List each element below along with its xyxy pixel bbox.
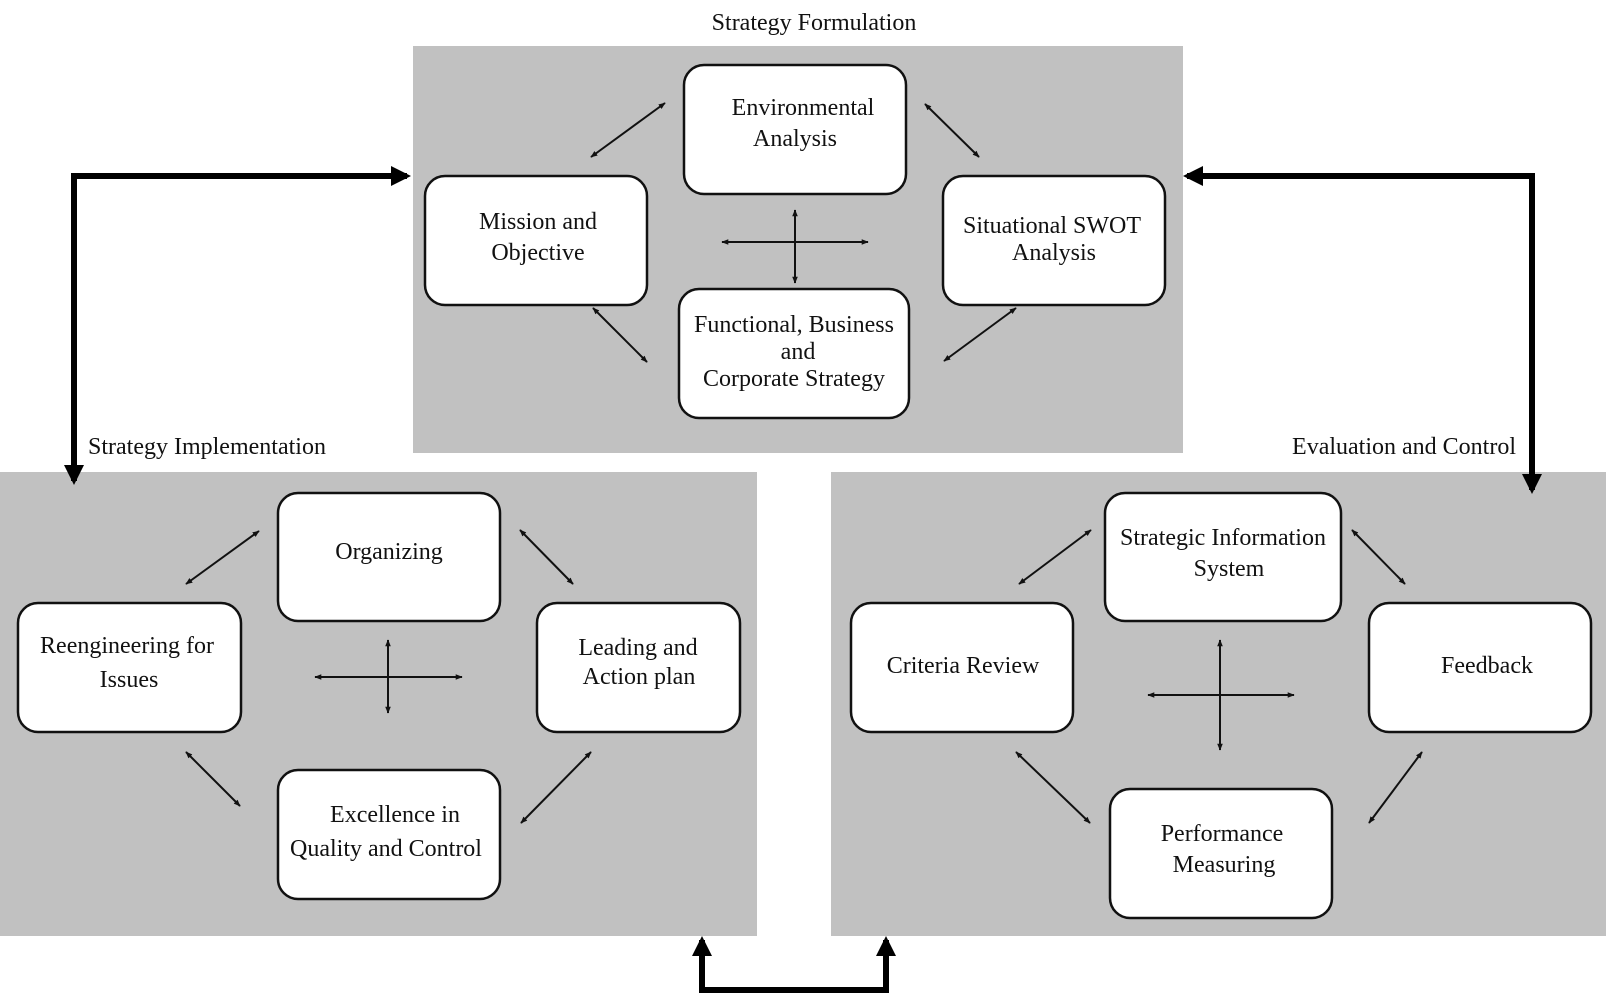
criteria-sis-arrow [1018,529,1092,585]
environmental-analysis-box: Environmental Analysis [682,63,908,196]
reengineering-excellence-arrow [185,751,241,807]
environmental-swot-arrow [924,103,980,158]
implementation-title: Strategy Implementation [88,434,326,460]
swot-analysis-label-1: Situational SWOT [963,213,1141,239]
swot-analysis-box: Situational SWOT Analysis [941,174,1167,307]
criteria-performance-arrow [1015,751,1091,824]
performance-feedback-arrow [1368,751,1423,824]
criteria-review-box: Criteria Review [849,601,1075,734]
functional-strategy-label-3: Corporate Strategy [703,366,885,392]
reengineering-label-1: Reengineering for [40,633,214,659]
functional-strategy-label-2: and [781,339,816,365]
functional-strategy-label-1: Functional, Business [694,312,894,338]
organizing-label: Organizing [335,539,443,565]
excellence-quality-box: Excellence in Quality and Control [276,768,502,901]
mission-objective-label-1: Mission and [479,209,597,235]
performance-measuring-label-1: Performance [1161,821,1284,847]
excellence-quality-label-2: Quality and Control [290,836,482,862]
environmental-analysis-label-1: Environmental [732,95,875,121]
excellence-leading-arrow [520,751,592,824]
reengineering-organizing-arrow [185,530,260,585]
evaluation-title: Evaluation and Control [1292,434,1516,460]
performance-measuring-label-2: Measuring [1173,852,1276,878]
functional-swot-arrow [943,307,1017,362]
sis-label-1: Strategic Information [1120,525,1326,551]
mission-functional-arrow [592,307,648,363]
organizing-leading-arrow [519,529,574,585]
sis-label-2: System [1194,556,1265,582]
formulation-evaluation-connector [1183,166,1542,494]
reengineering-box: Reengineering for Issues [16,601,243,734]
mission-environmental-arrow [590,102,666,158]
mission-objective-box: Mission and Objective [423,174,649,307]
performance-measuring-box: Performance Measuring [1108,787,1334,920]
organizing-box: Organizing [276,491,502,623]
feedback-label: Feedback [1441,653,1533,679]
leading-action-label-2: Action plan [583,664,696,690]
sis-feedback-arrow [1351,529,1406,585]
implementation-evaluation-connector [692,936,896,993]
strategic-information-system-box: Strategic Information System [1103,491,1343,623]
feedback-box: Feedback [1367,601,1593,734]
environmental-analysis-label-2: Analysis [753,126,837,152]
functional-strategy-box: Functional, Business and Corporate Strat… [677,287,911,420]
reengineering-label-2: Issues [100,667,159,693]
swot-analysis-label-2: Analysis [1012,240,1096,266]
formulation-title: Strategy Formulation [712,10,917,36]
leading-action-box: Leading and Action plan [535,601,742,734]
mission-objective-label-2: Objective [491,240,584,266]
criteria-review-label: Criteria Review [887,653,1040,679]
excellence-quality-label-1: Excellence in [330,802,460,828]
formulation-implementation-connector [64,166,411,485]
leading-action-label-1: Leading and [578,635,697,661]
